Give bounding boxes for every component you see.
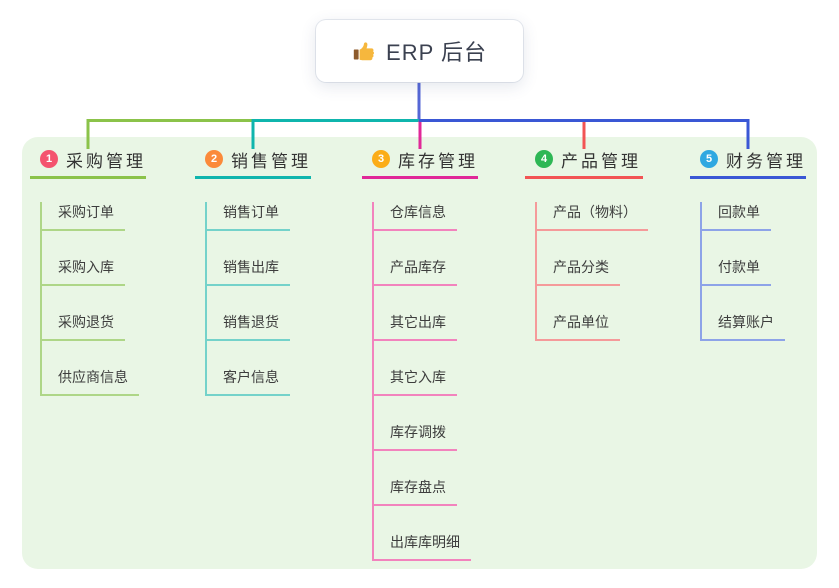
- child-item[interactable]: 结算账户: [702, 312, 785, 341]
- branch-children: 仓库信息产品库存其它出库其它入库库存调拨库存盘点出库库明细: [372, 202, 478, 561]
- branch-header[interactable]: 2 销售管理: [195, 147, 311, 179]
- child-item[interactable]: 其它入库: [374, 367, 457, 396]
- root-title: ERP 后台: [386, 40, 487, 65]
- branch-number-badge: 1: [40, 150, 58, 168]
- child-item[interactable]: 仓库信息: [374, 202, 457, 231]
- root-node[interactable]: ERP 后台: [316, 20, 523, 82]
- child-item[interactable]: 产品单位: [537, 312, 620, 341]
- branch-number-badge: 4: [535, 150, 553, 168]
- branch-header[interactable]: 3 库存管理: [362, 147, 478, 179]
- child-item[interactable]: 产品库存: [374, 257, 457, 286]
- child-item[interactable]: 付款单: [702, 257, 771, 286]
- branch-3: 3 库存管理仓库信息产品库存其它出库其它入库库存调拨库存盘点出库库明细: [362, 147, 478, 561]
- branch-header[interactable]: 1 采购管理: [30, 147, 146, 179]
- thumbs-up-icon: [353, 42, 375, 61]
- branch-header[interactable]: 4 产品管理: [525, 147, 643, 179]
- branch-title: 库存管理: [398, 151, 478, 171]
- child-item[interactable]: 库存盘点: [374, 477, 457, 506]
- branch-4: 4 产品管理产品（物料） 产品分类产品单位: [525, 147, 648, 341]
- branch-1: 1 采购管理采购订单采购入库采购退货供应商信息: [30, 147, 146, 396]
- child-item[interactable]: 客户信息: [207, 367, 290, 396]
- child-item[interactable]: 库存调拨: [374, 422, 457, 451]
- branch-children: 销售订单销售出库销售退货客户信息: [205, 202, 311, 396]
- child-item[interactable]: 回款单: [702, 202, 771, 231]
- child-item[interactable]: 产品（物料）: [537, 202, 648, 231]
- branch-children: 采购订单采购入库采购退货供应商信息: [40, 202, 146, 396]
- child-item[interactable]: 销售退货: [207, 312, 290, 341]
- branch-children: 回款单付款单结算账户: [700, 202, 806, 341]
- branch-title: 财务管理: [726, 151, 806, 171]
- branch-title: 采购管理: [66, 151, 146, 171]
- child-item[interactable]: 采购入库: [42, 257, 125, 286]
- branch-2: 2 销售管理销售订单销售出库销售退货客户信息: [195, 147, 311, 396]
- child-item[interactable]: 供应商信息: [42, 367, 139, 396]
- branch-title: 销售管理: [231, 151, 311, 171]
- branch-number-badge: 3: [372, 150, 390, 168]
- child-item[interactable]: 其它出库: [374, 312, 457, 341]
- child-item[interactable]: 采购订单: [42, 202, 125, 231]
- child-item[interactable]: 产品分类: [537, 257, 620, 286]
- branches-panel: [22, 137, 817, 569]
- branch-children: 产品（物料） 产品分类产品单位: [535, 202, 648, 341]
- branch-header[interactable]: 5 财务管理: [690, 147, 806, 179]
- branch-number-badge: 5: [700, 150, 718, 168]
- child-item[interactable]: 出库库明细: [374, 532, 471, 561]
- branch-5: 5 财务管理回款单付款单结算账户: [690, 147, 806, 341]
- branch-number-badge: 2: [205, 150, 223, 168]
- child-item[interactable]: 销售订单: [207, 202, 290, 231]
- child-item[interactable]: 采购退货: [42, 312, 125, 341]
- child-item[interactable]: 销售出库: [207, 257, 290, 286]
- branch-title: 产品管理: [561, 151, 641, 171]
